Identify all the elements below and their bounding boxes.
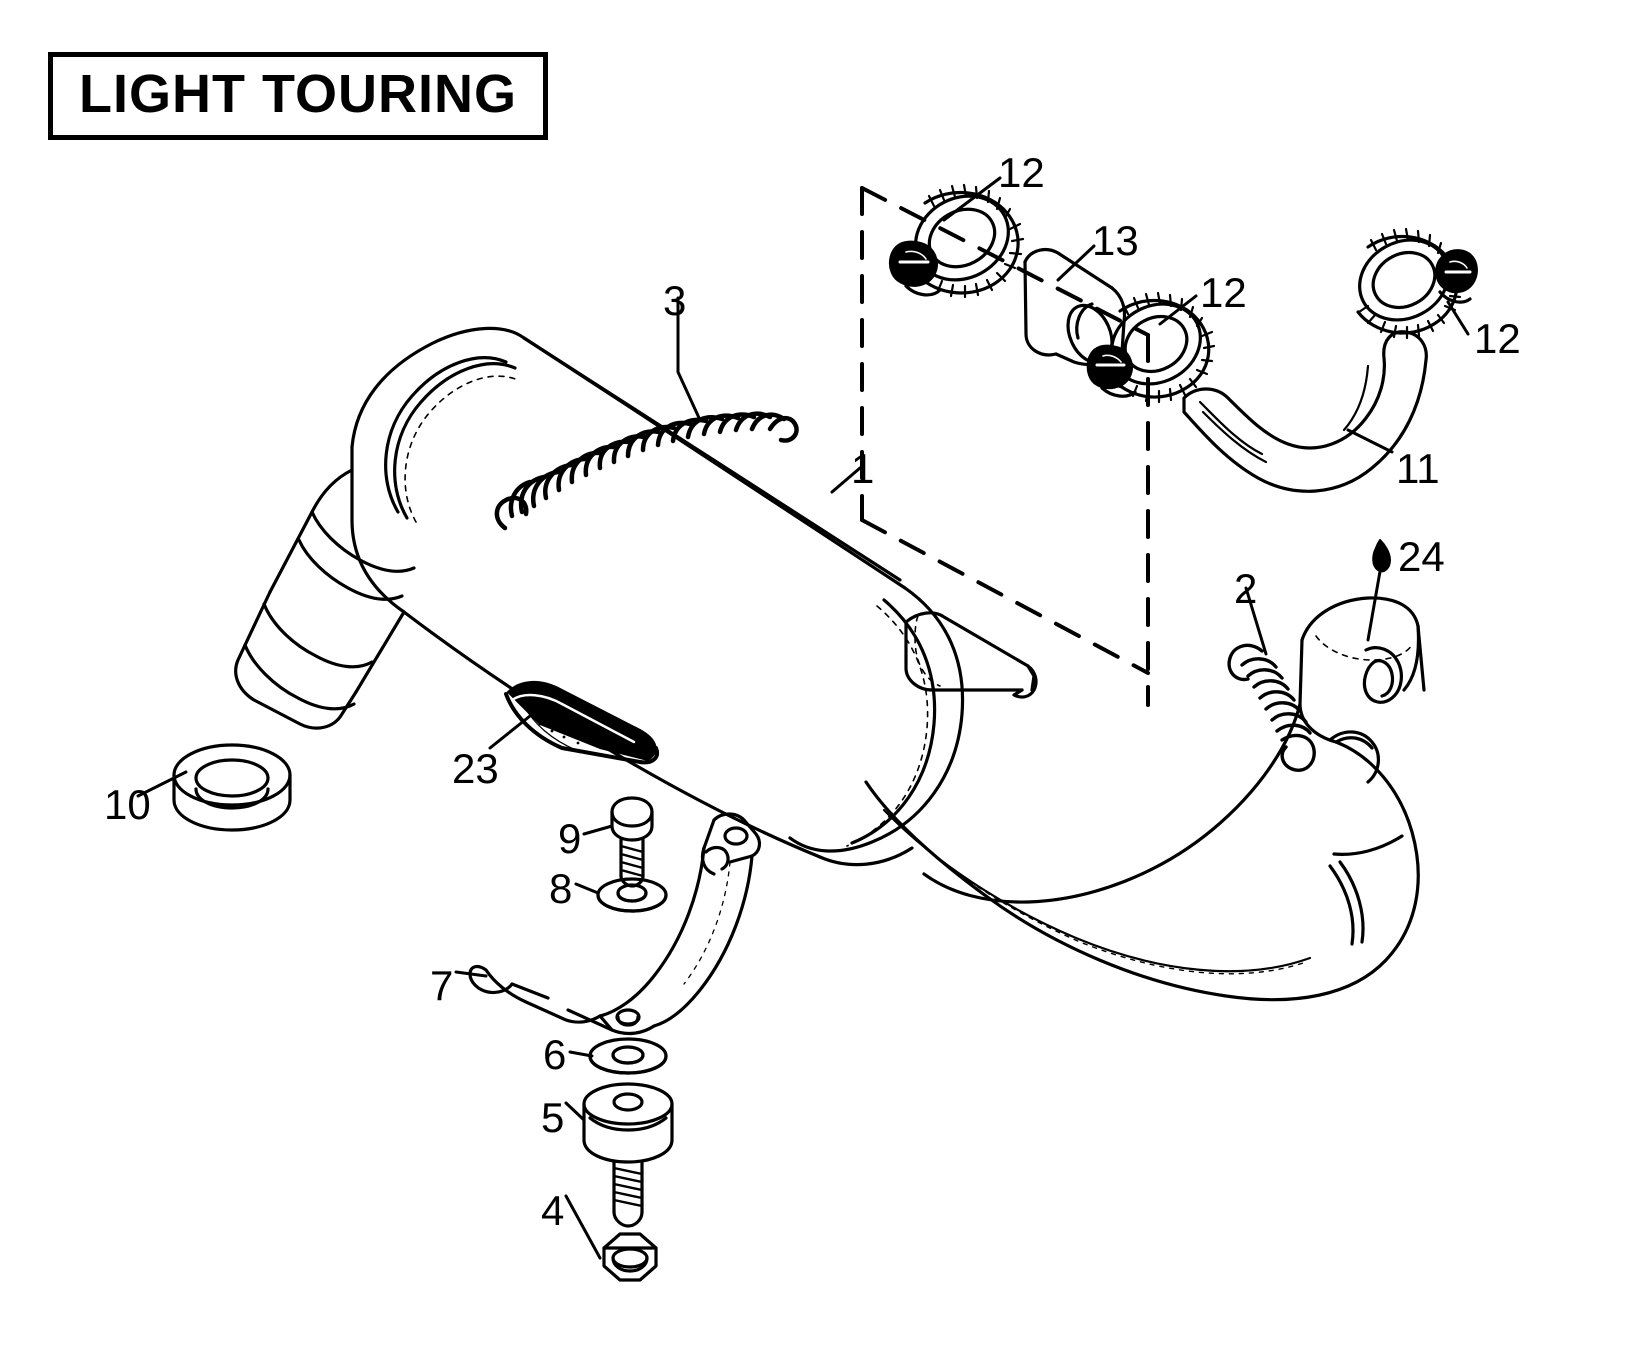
spring-2	[1227, 643, 1316, 772]
callout-3: 3	[663, 277, 687, 324]
leader-lines	[136, 176, 1470, 1260]
elbow-hose-11	[1182, 330, 1428, 493]
title-badge: LIGHT TOURING	[48, 52, 548, 140]
title-badge-label: LIGHT TOURING	[79, 64, 517, 124]
callout-11: 11	[1396, 445, 1440, 492]
spring-3	[494, 411, 799, 531]
callout-13: 13	[1092, 217, 1139, 264]
heat-shield-23	[504, 681, 659, 765]
callout-10: 10	[104, 781, 151, 828]
callout-2: 2	[1234, 565, 1258, 612]
hex-bolt-9	[610, 796, 654, 888]
callout-8: 8	[549, 865, 573, 912]
callout-4: 4	[541, 1187, 565, 1234]
callout-5: 5	[541, 1094, 565, 1141]
callout-12-middle: 12	[1200, 269, 1247, 316]
washer-8	[596, 877, 668, 913]
hose-clamp-12-top	[888, 183, 1025, 299]
callout-12-top: 12	[998, 149, 1045, 196]
hose-clamp-12-right	[1356, 227, 1478, 340]
callout-24: 24	[1398, 533, 1445, 580]
rubber-grommet-10	[172, 743, 292, 832]
callout-6: 6	[543, 1031, 567, 1078]
hex-nut-4	[602, 1232, 658, 1282]
hose-clamp-12-middle	[1086, 291, 1216, 404]
callout-1: 1	[851, 445, 875, 492]
washer-6	[588, 1037, 668, 1075]
callout-23: 23	[452, 745, 499, 792]
exhaust-tuned-pipe	[864, 596, 1426, 1002]
callout-9: 9	[558, 815, 582, 862]
muffler-outlet-stub	[904, 611, 1038, 699]
heat-shield-stipple	[538, 708, 638, 752]
callout-12-right: 12	[1474, 315, 1521, 362]
muffler-tailpipe	[234, 468, 416, 730]
rubber-mount-5	[582, 1082, 674, 1228]
muffler-body	[350, 326, 965, 867]
pointer-glyph-24	[1372, 539, 1391, 573]
muffler-strap-7	[468, 812, 762, 1036]
callout-7: 7	[430, 962, 454, 1009]
